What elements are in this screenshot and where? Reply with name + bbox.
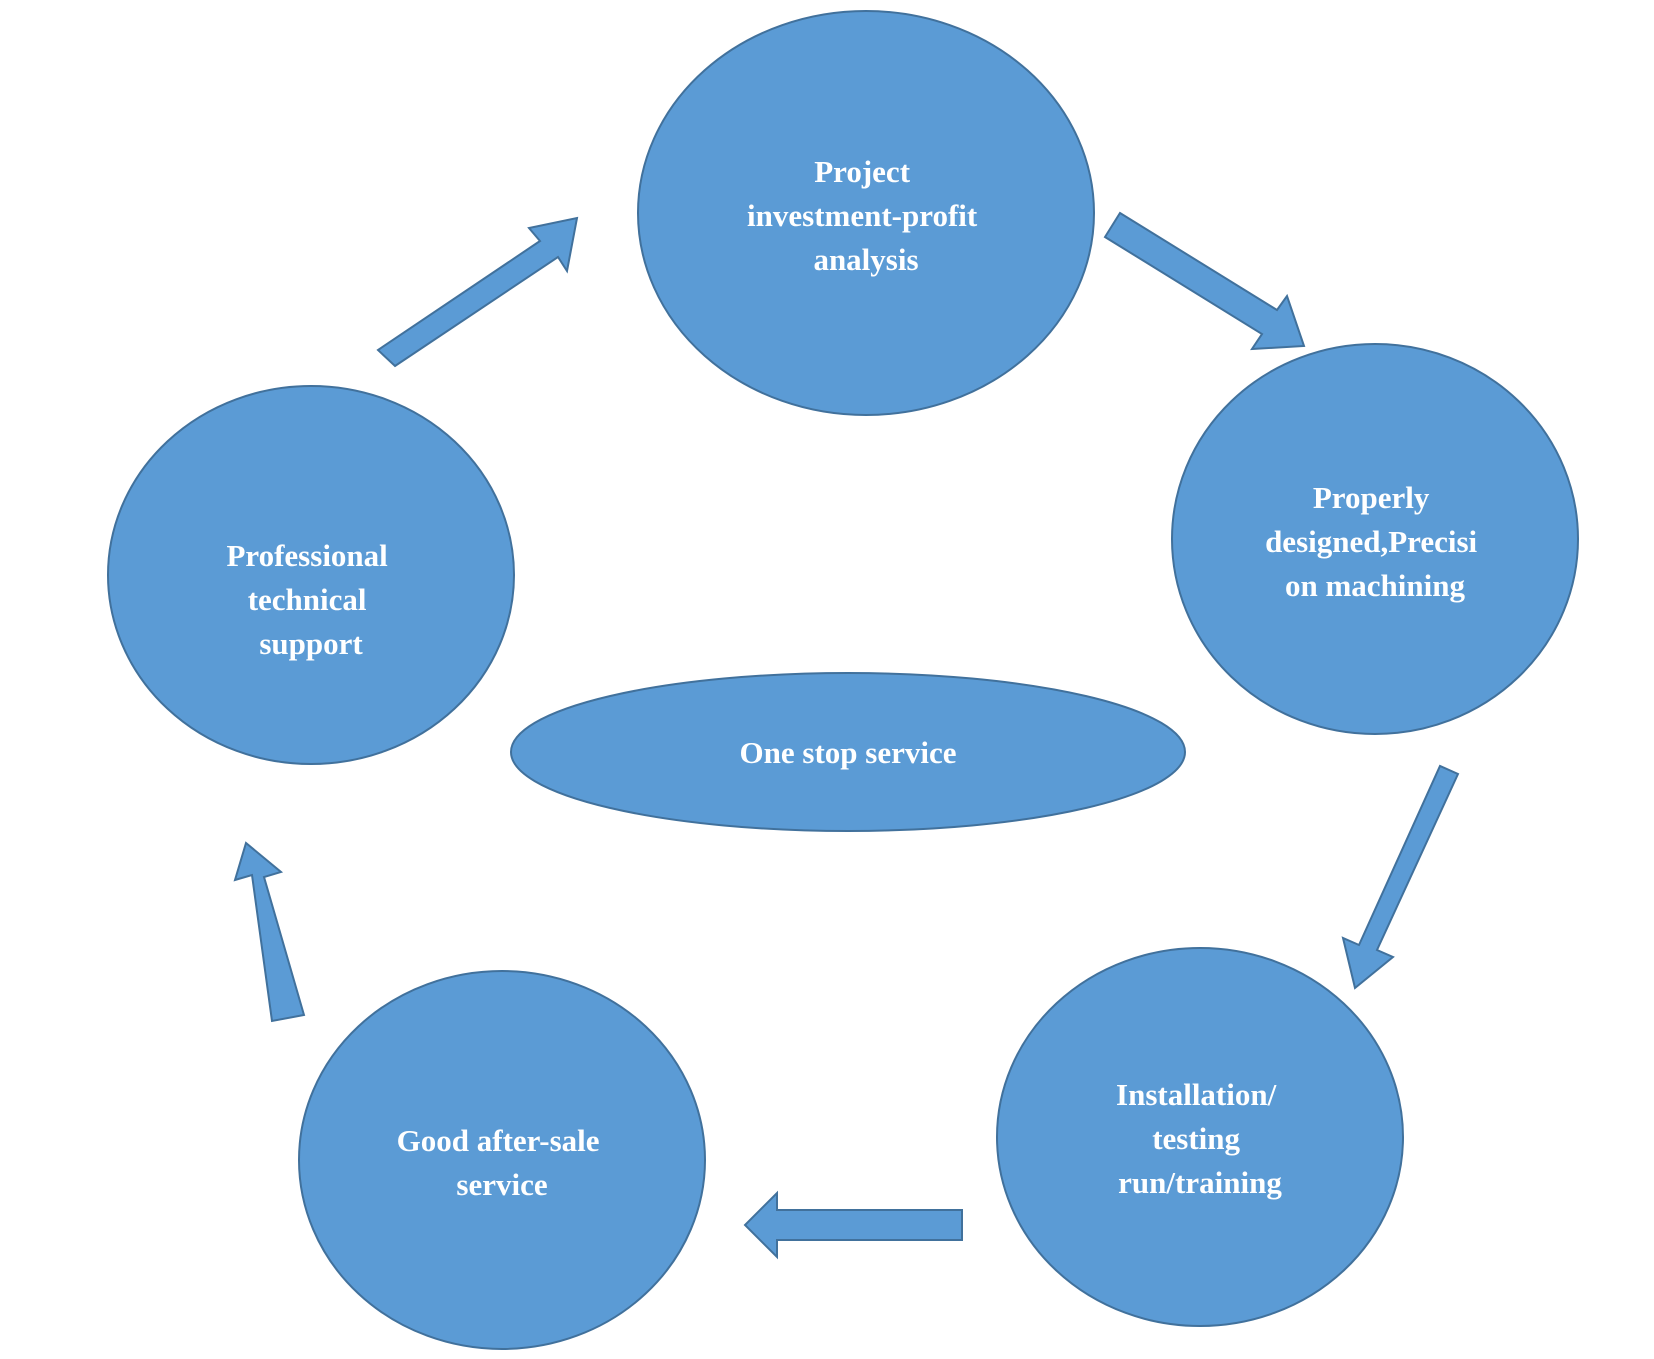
node-installation-line-3: run/training	[1118, 1165, 1282, 1200]
node-analysis-circle	[637, 10, 1095, 416]
node-design-line-2: designed,Precisi	[1265, 524, 1477, 559]
node-after-sale-circle	[298, 970, 706, 1350]
node-support-line-3: support	[259, 626, 363, 661]
node-analysis-line-3: analysis	[813, 242, 918, 277]
node-design: Properly designed,Precisi on machining	[1171, 343, 1579, 735]
node-analysis: Project investment-profit analysis	[637, 10, 1095, 416]
node-design-label: Properly designed,Precisi on machining	[1265, 480, 1485, 603]
arrow-support-to-analysis	[376, 216, 579, 368]
node-design-line-3: on machining	[1285, 568, 1466, 603]
node-after-sale-label: Good after-sale service	[397, 1123, 608, 1202]
node-support-label: Professional technical support	[226, 538, 395, 661]
node-installation-line-1: Installation/	[1116, 1077, 1277, 1112]
arrow-after-sale-to-support	[233, 841, 306, 1023]
center-ellipse	[510, 672, 1186, 832]
node-analysis-line-2: investment-profit	[747, 198, 978, 233]
node-support-line-2: technical	[248, 582, 367, 617]
center-node: One stop service	[510, 672, 1186, 832]
node-support-line-1: Professional	[226, 538, 388, 573]
cycle-arrows	[233, 211, 1460, 1260]
node-analysis-label: Project investment-profit analysis	[747, 154, 985, 277]
node-support-circle	[107, 385, 515, 765]
node-installation-label: Installation/ testing run/training	[1116, 1077, 1284, 1200]
center-label: One stop service	[740, 735, 957, 770]
node-design-circle	[1171, 343, 1579, 735]
node-installation: Installation/ testing run/training	[996, 947, 1404, 1327]
node-after-sale-line-2: service	[456, 1167, 547, 1202]
node-installation-circle	[996, 947, 1404, 1327]
node-design-line-1: Properly	[1313, 480, 1430, 515]
node-support: Professional technical support	[107, 385, 515, 765]
arrow-analysis-to-design	[1103, 211, 1306, 351]
arrow-design-to-installation	[1341, 764, 1460, 990]
arrow-installation-to-after-sale	[743, 1190, 963, 1260]
node-analysis-line-1: Project	[814, 154, 910, 189]
node-after-sale-line-1: Good after-sale	[397, 1123, 600, 1158]
node-installation-line-2: testing	[1152, 1121, 1240, 1156]
node-after-sale: Good after-sale service	[298, 970, 706, 1350]
